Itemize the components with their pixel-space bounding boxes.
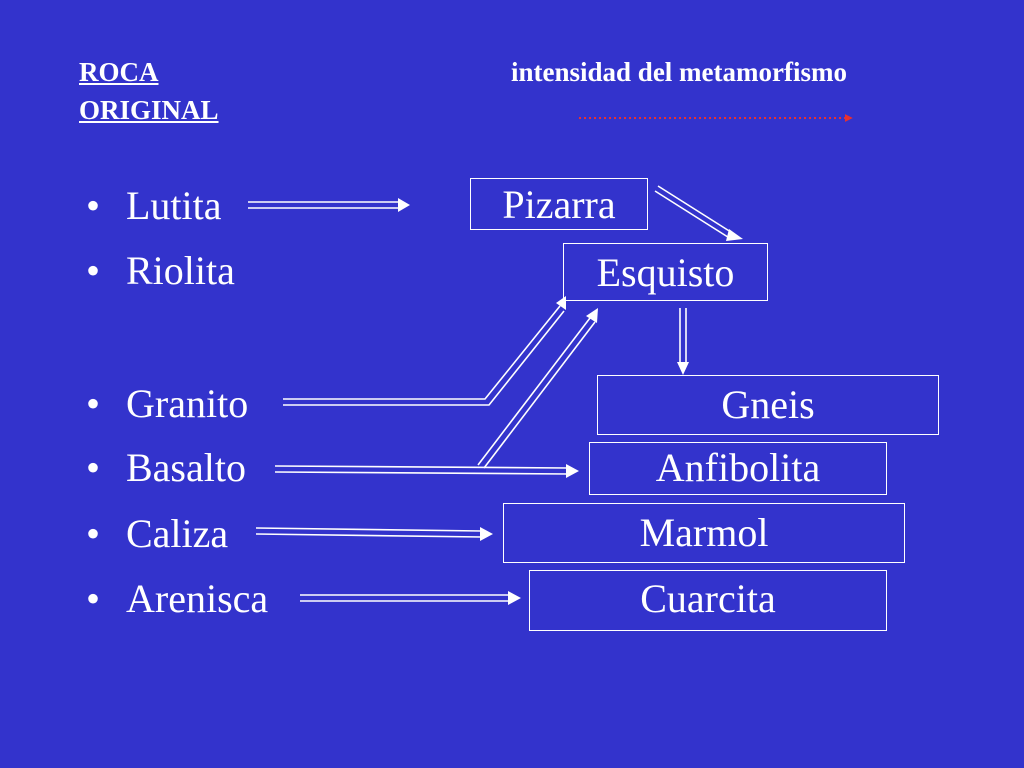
rock-item-caliza: • Caliza [86,510,228,558]
rock-label: Arenisca [126,576,269,621]
rock-label: Riolita [126,248,235,293]
header-left-line1: ROCA [79,57,159,87]
box-esquisto: Esquisto [563,243,768,301]
rock-label: Granito [126,381,249,426]
rock-item-arenisca: • Arenisca [86,575,268,623]
arrow-lutita-pizarra [248,198,410,212]
bullet: • [86,183,101,228]
arrow-pizarra-esquisto [654,185,743,241]
box-marmol: Marmol [503,503,905,563]
rock-item-lutita: • Lutita [86,182,222,230]
header-intensity: intensidad del metamorfismo [511,57,847,87]
bullet: • [86,511,101,556]
box-gneis: Gneis [597,375,939,435]
bullet: • [86,445,101,490]
rock-item-basalto: • Basalto [86,444,246,492]
arrow-caliza-marmol [255,527,493,541]
arrow-arenisca-cuarcita [300,591,521,605]
bullet: • [86,381,101,426]
arrow-esquisto-gneis [677,308,689,375]
header-roca-original: ROCA ORIGINAL [79,53,339,129]
rock-item-granito: • Granito [86,380,248,428]
arrow-basalto-esquisto [477,308,598,469]
arrow-granito-esquisto [283,296,566,406]
rock-label: Basalto [126,445,246,490]
bullet: • [86,248,101,293]
rock-label: Lutita [126,183,222,228]
rock-label: Caliza [126,511,229,556]
bullet: • [86,576,101,621]
box-anfibolita: Anfibolita [589,442,887,495]
arrow-basalto-anfibolita [274,464,579,478]
box-pizarra: Pizarra [470,178,648,230]
header-left-line2: ORIGINAL [79,95,219,125]
rock-item-riolita: • Riolita [86,247,235,295]
box-cuarcita: Cuarcita [529,570,887,631]
